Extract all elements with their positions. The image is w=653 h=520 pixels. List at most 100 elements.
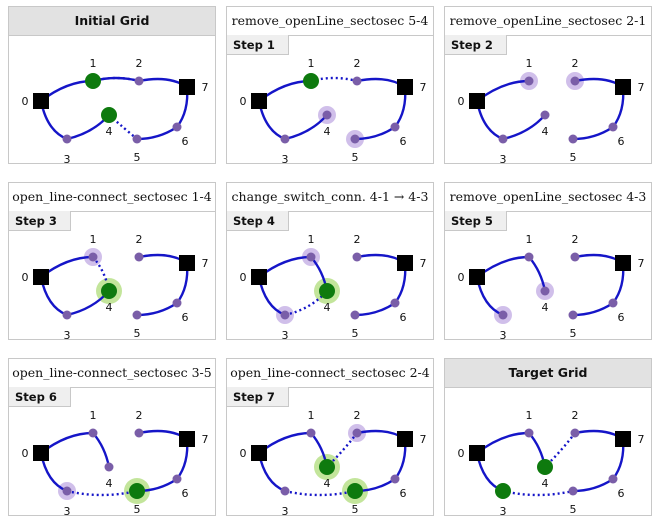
bus-node	[350, 134, 360, 144]
node-label: 6	[400, 135, 407, 148]
bus-node	[280, 486, 290, 496]
node-label: 0	[240, 271, 247, 284]
bus-node	[524, 76, 534, 86]
node-label: 0	[458, 447, 465, 460]
node-label: 6	[618, 135, 625, 148]
panel-title: change_switch_conn. 4-1 → 4-3	[227, 183, 433, 212]
switch-node	[85, 73, 101, 89]
bus-node	[172, 298, 182, 308]
panel-title: remove_openLine_sectosec 5-4	[227, 7, 433, 36]
node-label: 3	[64, 329, 71, 342]
node-label: 1	[90, 233, 97, 246]
bus-node	[608, 474, 618, 484]
node-label: 0	[22, 95, 29, 108]
substation-node	[33, 445, 49, 461]
node-label: 0	[22, 271, 29, 284]
node-label: 5	[570, 503, 577, 516]
substation-node	[397, 79, 413, 95]
node-label: 3	[282, 153, 289, 166]
panel-title: Target Grid	[445, 359, 651, 388]
node-label: 7	[420, 433, 427, 446]
node-label: 4	[106, 125, 113, 138]
bus-node	[608, 122, 618, 132]
bus-node	[352, 252, 362, 262]
bus-node	[350, 310, 360, 320]
bus-node	[134, 428, 144, 438]
node-label: 1	[526, 233, 533, 246]
bus-node	[280, 310, 290, 320]
substation-node	[251, 445, 267, 461]
switch-node	[319, 459, 335, 475]
node-label: 2	[354, 233, 361, 246]
bus-node	[568, 134, 578, 144]
node-label: 5	[134, 503, 141, 516]
node-label: 5	[352, 327, 359, 340]
node-label: 1	[308, 233, 315, 246]
bus-node	[390, 122, 400, 132]
substation-node	[469, 93, 485, 109]
substation-node	[179, 255, 195, 271]
node-label: 6	[182, 487, 189, 500]
node-label: 0	[240, 95, 247, 108]
substation-node	[397, 431, 413, 447]
line-edge	[572, 478, 614, 493]
bus-node	[568, 486, 578, 496]
node-label: 5	[352, 151, 359, 164]
node-label: 3	[282, 329, 289, 342]
line-edge	[354, 302, 396, 317]
node-label: 5	[134, 151, 141, 164]
step-label: Step 2	[445, 35, 507, 55]
line-edge	[528, 256, 547, 292]
line-edge	[572, 302, 614, 317]
bus-node	[62, 134, 72, 144]
bus-node	[568, 310, 578, 320]
node-label: 0	[22, 447, 29, 460]
node-label: 3	[500, 153, 507, 166]
node-label: 4	[324, 301, 331, 314]
node-label: 2	[136, 409, 143, 422]
bus-node	[390, 298, 400, 308]
node-label: 6	[400, 487, 407, 500]
bus-node	[306, 428, 316, 438]
step-label: Step 3	[9, 211, 71, 231]
panel-title: Initial Grid	[9, 7, 215, 36]
step-label: Step 5	[445, 211, 507, 231]
switch-node	[347, 483, 363, 499]
substation-node	[179, 79, 195, 95]
substation-node	[615, 255, 631, 271]
bus-node	[104, 462, 114, 472]
node-label: 4	[106, 301, 113, 314]
node-label: 2	[572, 233, 579, 246]
node-label: 0	[458, 95, 465, 108]
node-label: 6	[618, 311, 625, 324]
node-label: 6	[182, 135, 189, 148]
switch-node	[129, 483, 145, 499]
line-edge	[136, 302, 178, 317]
step-label: Step 6	[9, 387, 71, 407]
open-line-edge	[66, 489, 138, 497]
node-label: 2	[572, 409, 579, 422]
substation-node	[469, 269, 485, 285]
bus-node	[570, 76, 580, 86]
panel-title: open_line-connect_sectosec 3-5	[9, 359, 215, 388]
node-label: 4	[324, 477, 331, 490]
bus-node	[390, 474, 400, 484]
bus-node	[306, 252, 316, 262]
line-edge	[502, 114, 546, 141]
node-label: 2	[354, 409, 361, 422]
bus-node	[570, 428, 580, 438]
node-label: 4	[324, 125, 331, 138]
bus-node	[132, 310, 142, 320]
node-label: 4	[542, 125, 549, 138]
